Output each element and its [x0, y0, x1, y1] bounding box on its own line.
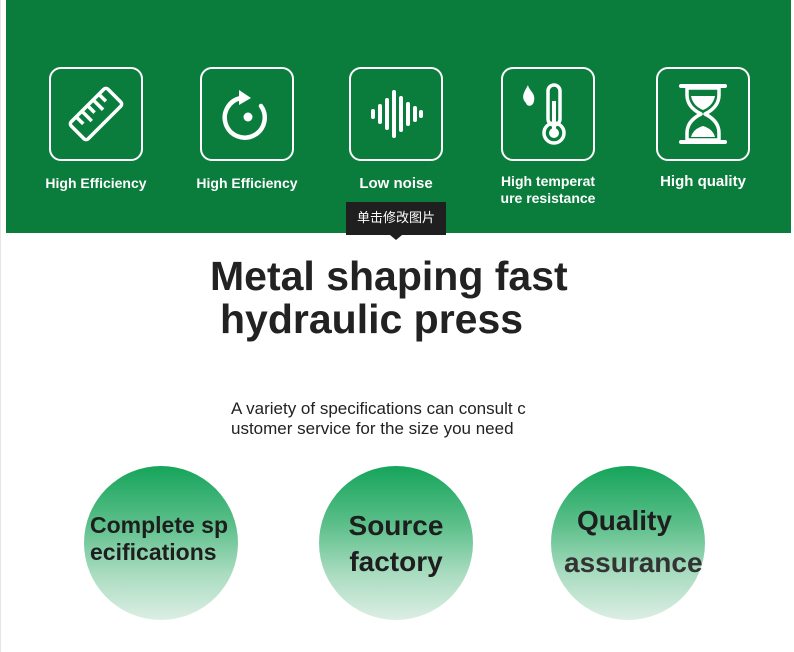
subtitle: A variety of specifications can consult … [231, 399, 526, 438]
badge-source-factory: Source factory [319, 466, 473, 620]
tooltip-arrow [390, 235, 402, 240]
title-line-1: Metal shaping fast [210, 253, 568, 299]
feature-label: High Efficiency [45, 175, 147, 191]
feature-low-noise: Low noise [326, 67, 466, 192]
badge-quality-assurance: Quality assurance [551, 466, 705, 620]
sound-wave-icon [349, 67, 443, 161]
feature-label: High Efficiency [196, 175, 298, 191]
rotate-icon [200, 67, 294, 161]
feature-high-efficiency-2: High Efficiency [177, 67, 317, 192]
thermometer-flame-icon [501, 67, 595, 161]
ruler-icon [49, 67, 143, 161]
feature-label: High quality [660, 173, 746, 190]
page-title: Metal shaping fast hydraulic press [210, 255, 630, 341]
badge-complete-specifications: Complete sp ecifications [84, 466, 238, 620]
feature-high-quality: High quality [633, 67, 773, 190]
feature-high-temperature: High temperat ure resistance [478, 67, 618, 207]
feature-high-efficiency-1: High Efficiency [26, 67, 166, 192]
feature-label: High temperat ure resistance [500, 173, 596, 206]
badge-text-line-1: Quality [577, 505, 672, 536]
badge-text: Source factory [348, 510, 444, 577]
page-border [0, 0, 1, 652]
feature-label: Low noise [359, 175, 433, 192]
hourglass-icon [656, 67, 750, 161]
badge-text: Complete sp ecifications [90, 512, 229, 565]
badge-text-line-2: assurance [564, 547, 703, 578]
features-banner: High Efficiency High Efficiency [6, 0, 791, 233]
title-line-2: hydraulic press [220, 296, 524, 342]
edit-image-tooltip[interactable]: 单击修改图片 [346, 202, 446, 235]
